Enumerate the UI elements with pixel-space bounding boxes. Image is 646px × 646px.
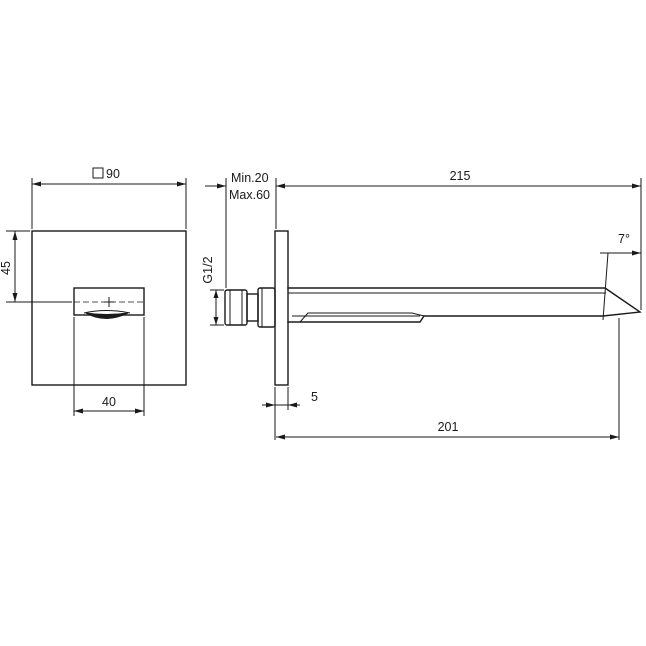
dim-plate-size-arrow-left: [32, 181, 41, 187]
front-water-outlet-edge: [83, 310, 131, 314]
wall-range-max: Max.60: [229, 188, 270, 202]
dim-overall-arrow-left: [276, 183, 285, 189]
dim-angle-arrow: [632, 250, 641, 256]
thread-label: G1/2: [201, 256, 215, 283]
spout-outlet-lip: [299, 312, 425, 323]
dim-height-arrow-bottom: [12, 293, 18, 302]
front-plate-outline: [31, 230, 187, 386]
side-view: Min.20 Max.60 215 G1/2 7° 5 201: [201, 169, 642, 440]
front-water-outlet: [85, 312, 129, 319]
spout-body: [287, 287, 642, 323]
front-view: 90 45 40: [0, 167, 187, 416]
thickness-label: 5: [311, 390, 318, 404]
dim-angle-ext-line: [602, 252, 609, 321]
spout-length-label: 201: [438, 420, 459, 434]
connector-shaft: [246, 293, 259, 322]
dim-overall-arrow-right: [632, 183, 641, 189]
dim-thread-arrow-bottom: [213, 317, 219, 325]
square-symbol-icon: [92, 167, 104, 179]
overall-length-label: 215: [450, 169, 471, 183]
dim-thread-arrow-top: [213, 290, 219, 298]
connector-nut: [224, 289, 248, 326]
side-plate-outline: [274, 230, 289, 386]
dim-thickness-arrow-left: [266, 402, 275, 408]
dim-wall-arrow-left: [217, 183, 226, 189]
dim-width-arrow-right: [135, 408, 144, 414]
dim-height-arrow-top: [12, 231, 18, 240]
dim-spout-arrow-right: [610, 434, 619, 440]
wall-range-min: Min.20: [231, 171, 269, 185]
dim-width-arrow-left: [74, 408, 83, 414]
angle-label: 7°: [618, 232, 630, 246]
connector-collar: [257, 287, 276, 328]
height-label: 45: [0, 261, 13, 275]
dim-thickness-arrow-right: [288, 402, 297, 408]
plate-size-label: 90: [106, 167, 120, 181]
dim-plate-size-arrow-right: [177, 181, 186, 187]
width-label: 40: [102, 395, 116, 409]
dim-spout-arrow-left: [276, 434, 285, 440]
